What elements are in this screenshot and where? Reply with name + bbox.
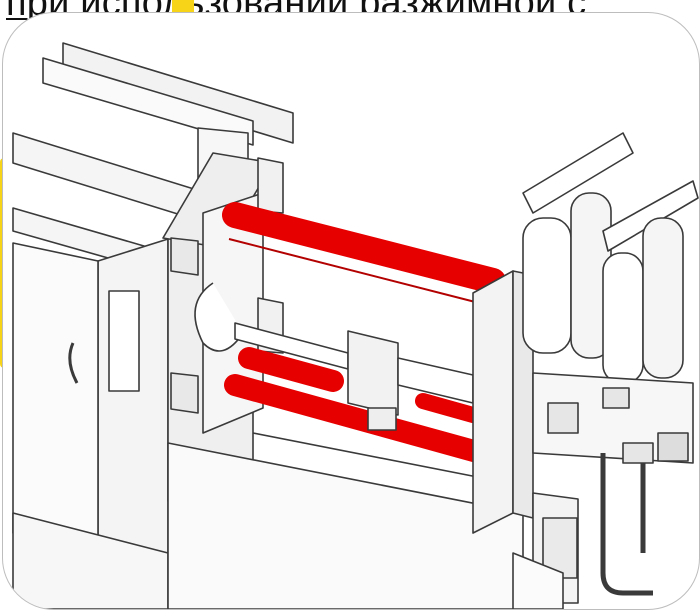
machine-drawing <box>12 42 699 609</box>
illustration-frame <box>2 12 700 610</box>
machine-bed <box>12 432 524 609</box>
tie-bars <box>222 202 506 464</box>
moving-platen <box>170 157 284 434</box>
injection-unit <box>234 322 474 431</box>
valve-block <box>512 372 694 609</box>
accumulators <box>522 132 699 384</box>
